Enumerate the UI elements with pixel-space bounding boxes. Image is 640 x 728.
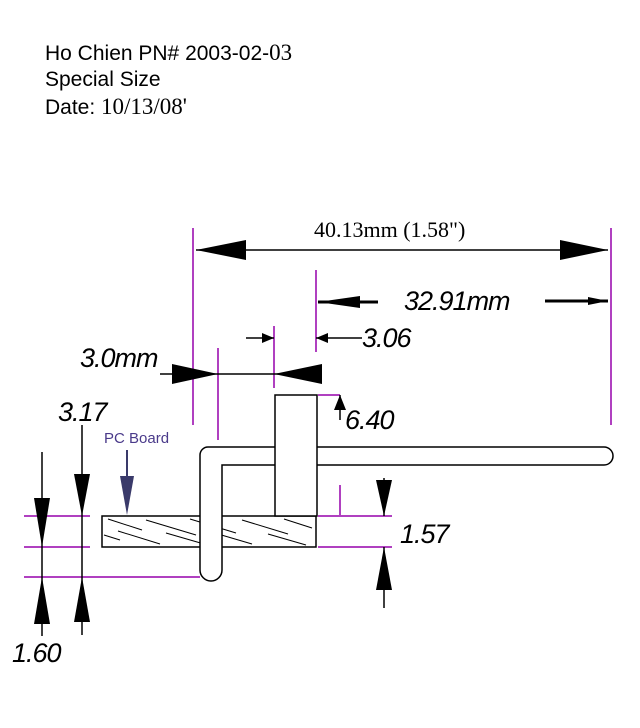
overall-length-dimension: [196, 240, 608, 260]
tail-length-label: 32.91mm: [404, 286, 510, 316]
pin-width-label: 3.06: [362, 323, 413, 353]
left-bottom-label: 1.60: [12, 638, 62, 668]
part-number-suffix: 03: [269, 40, 293, 65]
date-value: 10/13/08': [101, 94, 187, 119]
board-thickness-label: 1.57: [400, 519, 451, 549]
pin-width-dimension: [246, 333, 362, 343]
left-height-dimension: [74, 425, 90, 635]
offset-label: 3.0mm: [80, 343, 158, 373]
part-number-line: Ho Chien PN# 2003-02-03: [45, 40, 292, 66]
special-size-label: Special Size: [45, 68, 161, 91]
part-number-label: Ho Chien PN# 2003-02-: [45, 42, 270, 65]
date-line: Date: 10/13/08': [45, 94, 187, 120]
tail-length-dimension: [318, 296, 608, 308]
offset-dimension: [160, 364, 322, 384]
left-bottom-dimension: [34, 452, 50, 636]
left-height-label: 3.17: [58, 397, 109, 427]
board-thickness-dimension: [376, 478, 392, 608]
pc-board-arrow: [120, 450, 134, 515]
pc-board-label: PC Board: [104, 430, 169, 447]
pin-block: [274, 394, 318, 517]
pin-body: [199, 394, 614, 582]
date-label: Date:: [45, 96, 102, 119]
overall-length-label: 40.13mm (1.58"): [314, 217, 465, 242]
pin-height-dimension: [334, 395, 346, 420]
pin-height-label: 6.40: [345, 405, 395, 435]
